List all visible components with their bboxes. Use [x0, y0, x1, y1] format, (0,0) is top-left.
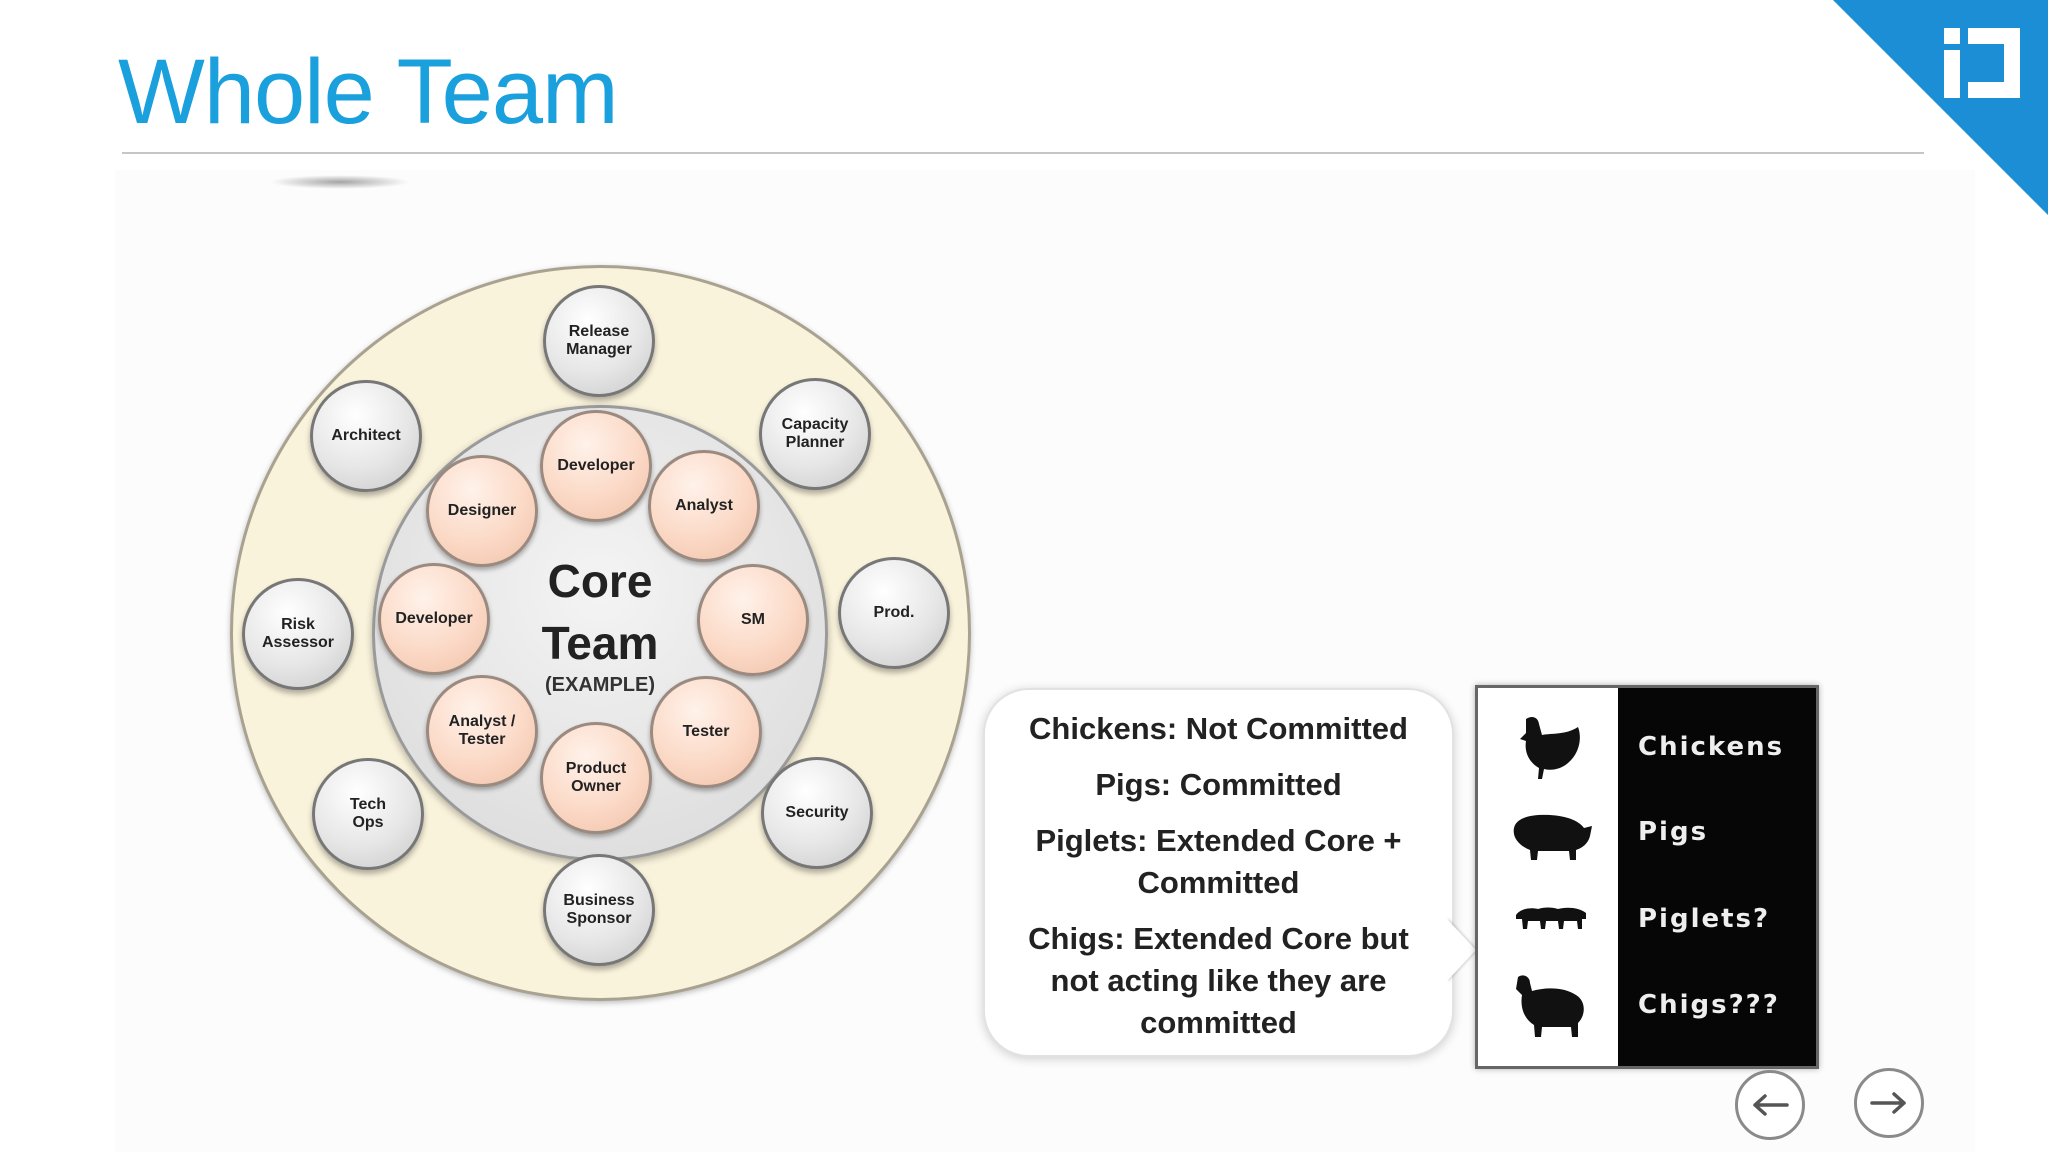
chicken-icon [1520, 716, 1580, 779]
core-team-title: Core Team [541, 555, 659, 669]
definitions-callout: Chickens: Not Committed Pigs: Committed … [983, 688, 1454, 1057]
chig-icon [1516, 975, 1584, 1037]
animal-row-chigs: Chigs??? [1478, 966, 1816, 1046]
role-capacity-planner: Capacity Planner [759, 378, 871, 490]
piglets-icon [1516, 907, 1586, 929]
role-risk-assessor: Risk Assessor [242, 578, 354, 690]
callout-line-piglets: Piglets: Extended Core + Committed [1035, 823, 1402, 900]
role-prod: Prod. [838, 557, 950, 669]
callout-line-pigs: Pigs: Committed [1095, 767, 1342, 802]
animal-row-pigs: Pigs [1478, 793, 1816, 873]
pig-icon [1513, 814, 1592, 860]
core-role-developer-left: Developer [378, 563, 490, 675]
animal-legend-panel: Chickens Pigs Piglets? Chigs??? [1475, 685, 1819, 1069]
animal-label-piglets: Piglets? [1638, 904, 1771, 934]
title-divider [122, 152, 1924, 154]
animal-label-background [1618, 688, 1816, 1066]
core-role-sm: SM [697, 564, 809, 676]
animal-row-piglets: Piglets? [1478, 880, 1816, 960]
callout-pointer [1446, 918, 1476, 982]
callout-line-chickens: Chickens: Not Committed [1029, 711, 1408, 746]
role-tech-ops: Tech Ops [312, 758, 424, 870]
core-role-designer: Designer [426, 455, 538, 567]
core-role-product-owner: Product Owner [540, 722, 652, 834]
core-role-tester: Tester [650, 676, 762, 788]
role-security: Security [761, 757, 873, 869]
animal-label-pigs: Pigs [1638, 817, 1709, 847]
animal-label-chickens: Chickens [1638, 732, 1785, 762]
role-business-sponsor: Business Sponsor [543, 854, 655, 966]
role-release-manager: Release Manager [543, 285, 655, 397]
role-architect: Architect [310, 380, 422, 492]
core-role-analyst-tester: Analyst / Tester [426, 675, 538, 787]
slide-title: Whole Team [118, 41, 619, 143]
core-role-analyst: Analyst [648, 450, 760, 562]
animal-row-chickens: Chickens [1478, 708, 1816, 788]
previous-slide-button[interactable] [1735, 1070, 1805, 1140]
next-slide-button[interactable] [1854, 1068, 1924, 1138]
arrow-right-icon [1870, 1092, 1906, 1114]
callout-line-chigs: Chigs: Extended Core but not acting like… [1028, 921, 1409, 1040]
brand-logo-icon [1944, 28, 2020, 98]
whole-team-diagram: Release Manager Capacity Planner Prod. S… [210, 250, 990, 1010]
decorative-shadow [270, 175, 410, 189]
core-role-developer-top: Developer [540, 410, 652, 522]
arrow-left-icon [1753, 1094, 1789, 1116]
animal-label-chigs: Chigs??? [1638, 990, 1780, 1020]
core-team-subtitle: (EXAMPLE) [545, 674, 655, 696]
